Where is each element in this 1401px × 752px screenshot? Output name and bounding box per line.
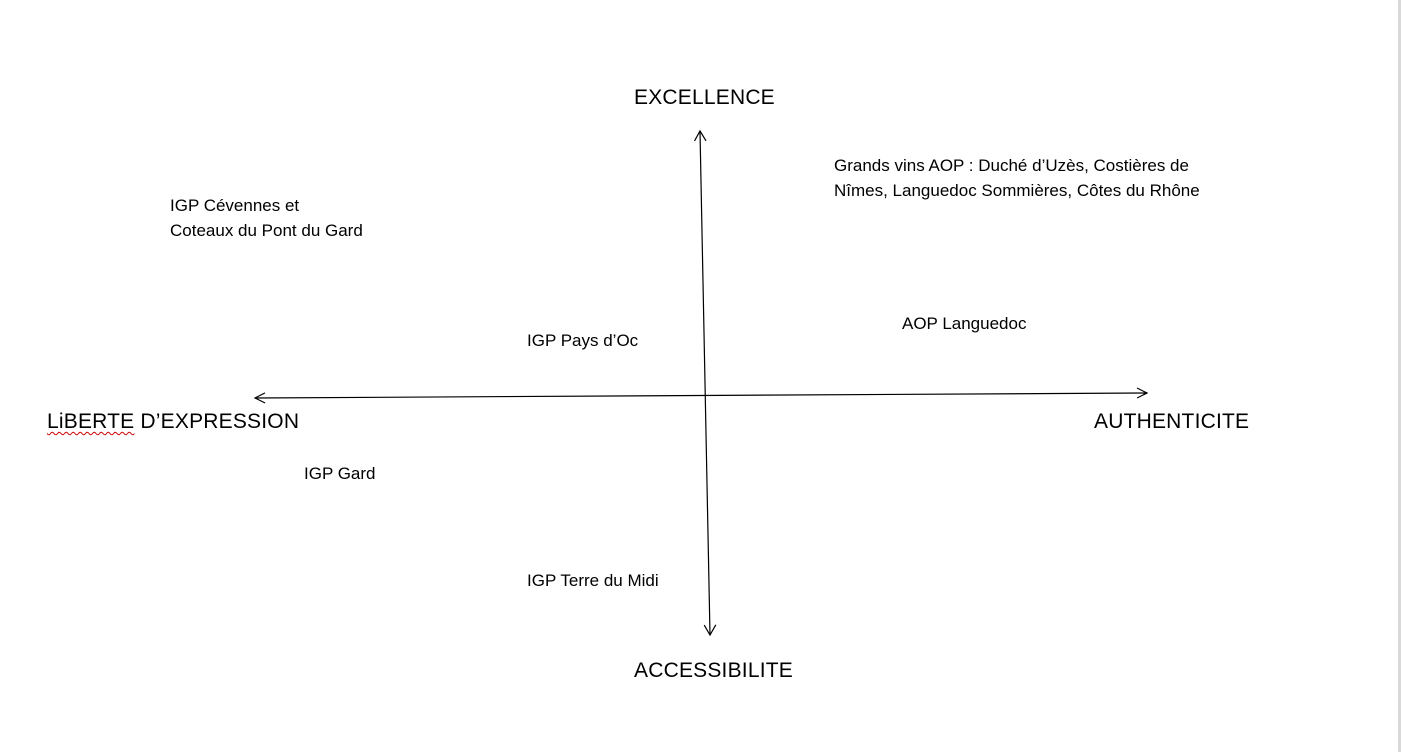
page-edge-border: [1398, 0, 1401, 752]
label-aop-languedoc: AOP Languedoc: [902, 314, 1027, 333]
axis-title-liberte-expression: LiBERTE D’EXPRESSION: [47, 410, 299, 434]
arrowhead-up: [693, 129, 707, 142]
label-igp-terre-du-midi: IGP Terre du Midi: [527, 571, 659, 590]
horizontal-axis-arrow: [253, 387, 1149, 404]
label-igp-cevennes: IGP Cévennes et Coteaux du Pont du Gard: [170, 196, 363, 240]
arrowhead-down: [703, 624, 717, 637]
spellcheck-word-liberte: LiBERTE: [47, 410, 135, 433]
arrowhead-right: [1136, 387, 1149, 399]
axis-title-excellence: EXCELLENCE: [634, 86, 775, 109]
axis-title-accessibilite: ACCESSIBILITE: [634, 659, 793, 682]
label-grands-vins-aop: Grands vins AOP : Duché d’Uzès, Costière…: [834, 156, 1200, 200]
label-igp-gard: IGP Gard: [304, 464, 376, 483]
vertical-axis-line: [699, 130, 711, 636]
vertical-axis-arrow: [693, 129, 717, 637]
horizontal-axis-line: [254, 392, 1148, 399]
axis-title-authenticite: AUTHENTICITE: [1094, 410, 1250, 433]
arrowhead-left: [253, 392, 266, 404]
axis-title-expression: D’EXPRESSION: [134, 410, 300, 433]
label-igp-pays-doc: IGP Pays d’Oc: [527, 331, 639, 350]
